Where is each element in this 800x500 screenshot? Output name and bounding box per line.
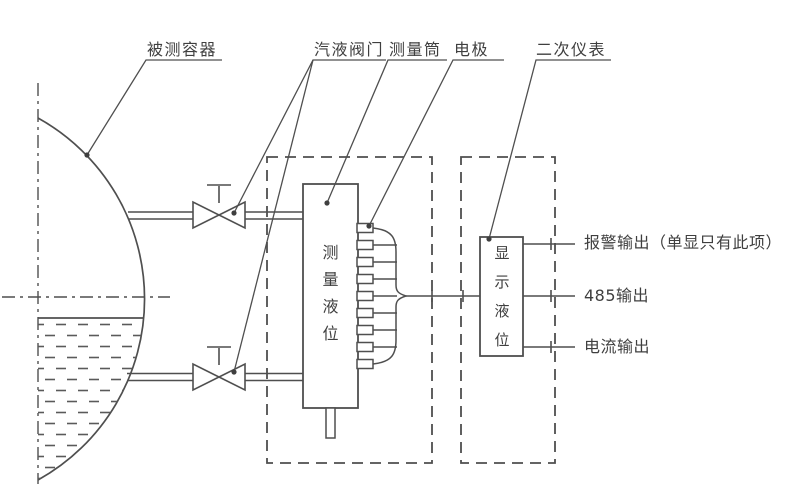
leader-dots bbox=[84, 152, 492, 375]
label-electrode: 电极 bbox=[454, 40, 490, 59]
display-unit-text: 显示液位 bbox=[494, 244, 510, 349]
label-measuring-cylinder: 测量筒 bbox=[389, 40, 442, 59]
measuring-cylinder-text: 测量液位 bbox=[322, 243, 339, 343]
secondary-instrument-dashed-box bbox=[460, 156, 556, 464]
drain-stub bbox=[325, 407, 336, 439]
measuring-unit-dashed-box bbox=[266, 156, 433, 464]
output-lines bbox=[523, 238, 575, 353]
valve-symbol-bottom bbox=[192, 346, 246, 392]
leader-lines bbox=[86, 59, 611, 373]
output-label-485: 485输出 bbox=[584, 286, 650, 305]
liquid-hatch-fill bbox=[38, 318, 144, 480]
pipe-top bbox=[128, 211, 303, 220]
signal-line bbox=[406, 290, 480, 302]
display-unit-body bbox=[479, 236, 524, 357]
output-label-current: 电流输出 bbox=[584, 337, 651, 356]
label-secondary-instrument: 二次仪表 bbox=[536, 40, 607, 59]
electrode-wires bbox=[373, 244, 397, 348]
electrode-stubs bbox=[356, 222, 374, 370]
label-measured-vessel: 被测容器 bbox=[147, 40, 218, 59]
label-vapor-liquid-valve: 汽液阀门 bbox=[314, 40, 385, 59]
output-label-alarm: 报警输出（单显只有此项） bbox=[584, 233, 783, 252]
valve-symbol-top bbox=[192, 184, 246, 230]
pipe-bottom bbox=[127, 372, 303, 382]
